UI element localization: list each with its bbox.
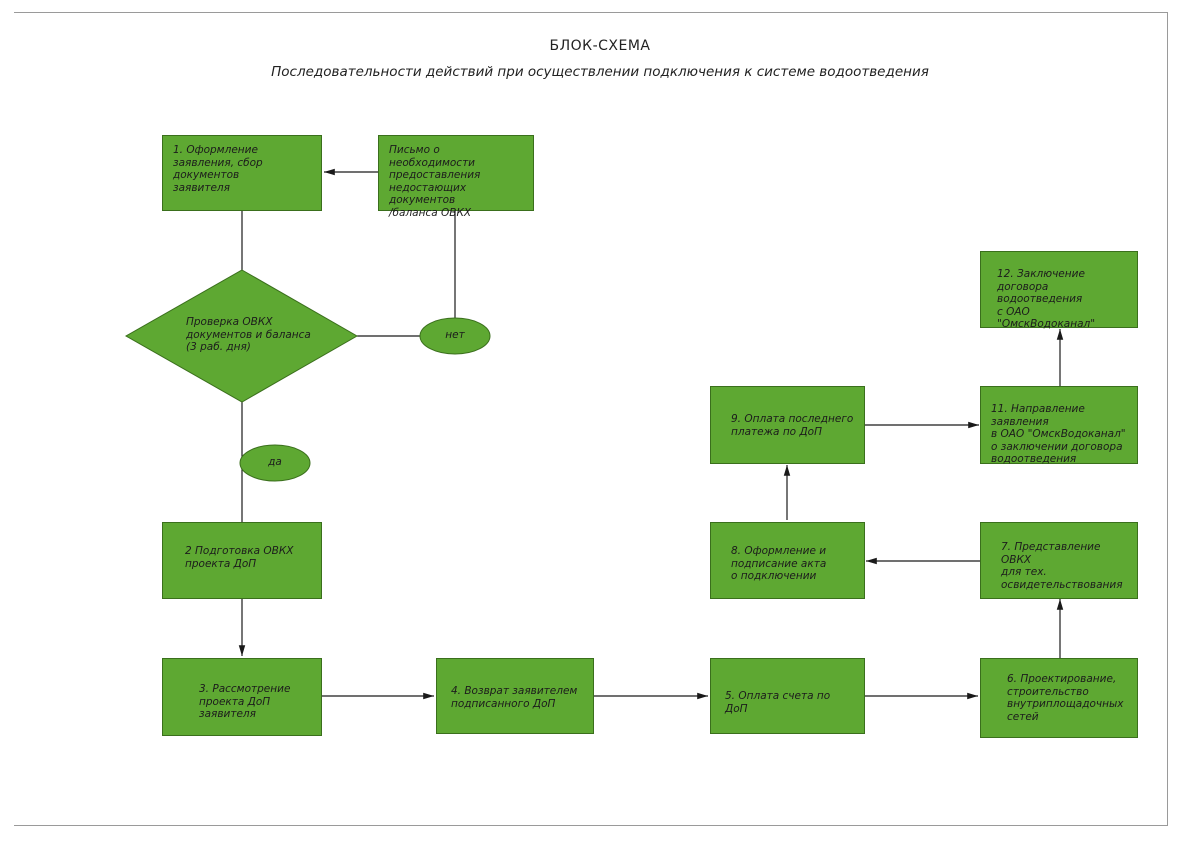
page-frame [14, 12, 1168, 826]
node-8-act: 8. Оформление и подписание акта о подклю… [710, 522, 865, 599]
node-2-prepare: 2 Подготовка ОВКХ проекта ДоП [162, 522, 322, 599]
node-7-submit: 7. Представление ОВКХ для тех. освидетел… [980, 522, 1138, 599]
check-diamond-text: Проверка ОВКХ документов и баланса (3 ра… [186, 316, 311, 353]
yes-oval-text: да [268, 456, 282, 468]
node-7-text: 7. Представление ОВКХ для тех. освидетел… [1001, 541, 1123, 591]
node-11-text: 11. Направление заявления в ОАО "ОмскВод… [991, 403, 1126, 465]
node-4-return: 4. Возврат заявителем подписанного ДоП [436, 658, 594, 734]
no-oval [419, 317, 491, 355]
node-letter: Письмо о необходимости предоставления не… [378, 135, 534, 219]
node-4-text: 4. Возврат заявителем подписанного ДоП [451, 685, 578, 710]
node-1-text: 1. Оформление заявления, сбор документов… [173, 144, 263, 194]
no-oval-text: нет [445, 329, 465, 341]
yes-oval [239, 444, 311, 482]
diagram-title: БЛОК-СХЕМА [549, 38, 651, 54]
node-5-payment: 5. Оплата счета по ДоП [710, 658, 865, 734]
node-9-text: 9. Оплата последнего платежа по ДоП [731, 413, 854, 438]
node-6-text: 6. Проектирование, строительство внутрип… [1007, 673, 1124, 723]
node-12-text: 12. Заключение договора водоотведения с … [997, 268, 1096, 330]
check-diamond [124, 269, 359, 403]
node-3-text: 3. Рассмотрение проекта ДоП заявителя [199, 683, 291, 720]
node-12-contract: 12. Заключение договора водоотведения с … [980, 251, 1138, 330]
node-8-text: 8. Оформление и подписание акта о подклю… [731, 545, 827, 582]
node-2-text: 2 Подготовка ОВКХ проекта ДоП [185, 545, 294, 570]
node-11-send-application: 11. Направление заявления в ОАО "ОмскВод… [980, 386, 1138, 465]
node-6-design: 6. Проектирование, строительство внутрип… [980, 658, 1138, 738]
node-letter-text: Письмо о необходимости предоставления не… [389, 144, 481, 219]
diagram-subtitle: Последовательности действий при осуществ… [271, 64, 929, 80]
node-9-final-payment: 9. Оплата последнего платежа по ДоП [710, 386, 865, 464]
node-1-application: 1. Оформление заявления, сбор документов… [162, 135, 322, 211]
node-3-review: 3. Рассмотрение проекта ДоП заявителя [162, 658, 322, 736]
node-5-text: 5. Оплата счета по ДоП [725, 690, 831, 715]
